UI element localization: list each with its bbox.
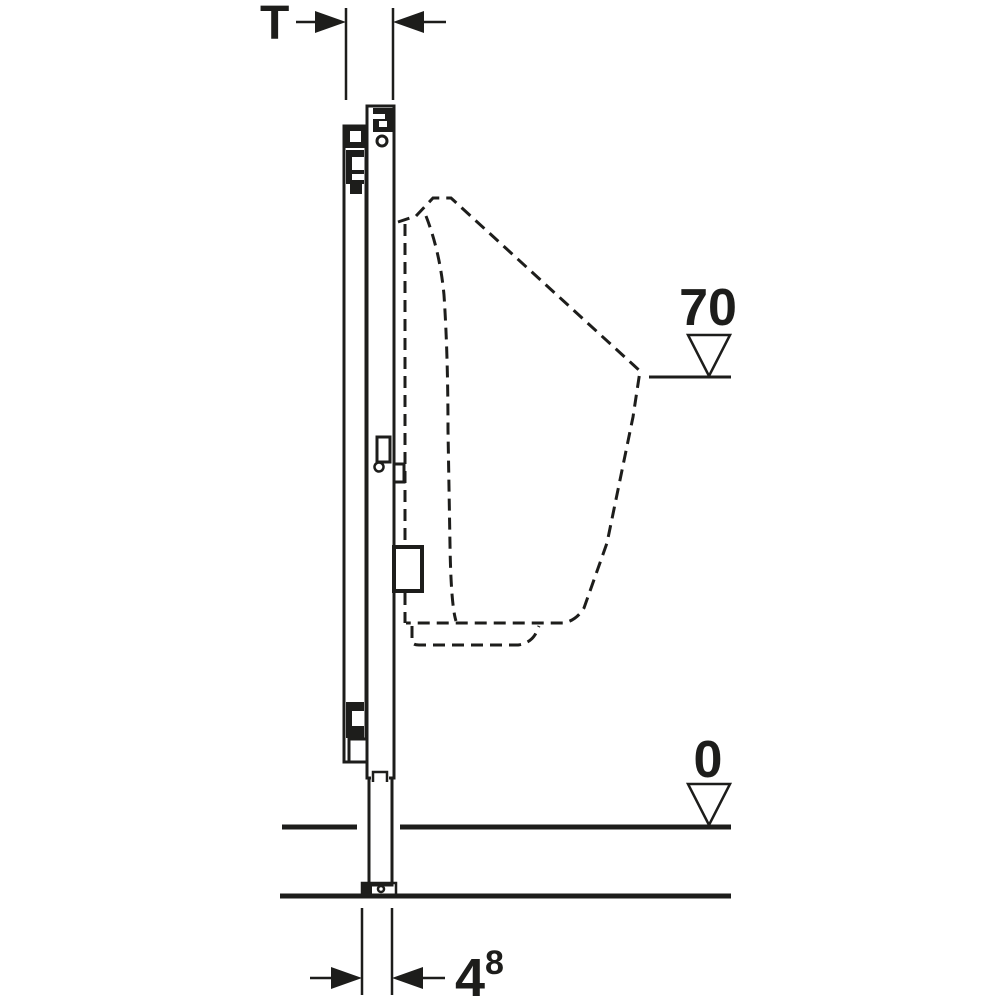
dimension-superscript: 8 — [485, 944, 504, 982]
outlet-box — [392, 545, 424, 593]
wall-anchor-slot2 — [352, 174, 364, 180]
frame-foot-clamp — [363, 883, 372, 895]
leg-joint-notch-mask — [371, 773, 389, 783]
wall-anchor-bottom-slot — [352, 711, 364, 726]
bottom-dimension: 48 — [310, 908, 504, 1005]
wall-anchor-bottom-plate — [347, 737, 369, 764]
fixing-hole-icon — [375, 134, 389, 148]
top-dimension: T — [260, 0, 446, 100]
arrow-right-icon — [331, 967, 362, 989]
arrow-left-icon — [393, 11, 424, 33]
wall-anchor-top-slot — [350, 131, 361, 142]
level-marker-70: 70 — [649, 279, 737, 379]
wall-anchor-slot — [352, 157, 364, 170]
urinal-outline — [397, 196, 642, 647]
dimension-label-48: 48 — [455, 944, 504, 1000]
wall-anchor-tab — [350, 184, 362, 194]
dimension-value: 4 — [455, 948, 485, 1000]
rail-top-bracket-slot2 — [379, 121, 387, 127]
rail-top-bracket-slot — [373, 114, 385, 119]
datum-triangle-icon — [685, 782, 733, 828]
frame-foot-plate — [360, 881, 398, 897]
rail-screw-icon — [373, 461, 385, 473]
arrow-right-icon — [315, 11, 346, 33]
rail-top-bracket — [373, 108, 393, 132]
level-marker-0: 0 — [685, 731, 733, 828]
frame-rail-left — [342, 124, 368, 764]
urinal-outlet-lip — [410, 625, 541, 647]
dimension-label-t: T — [260, 0, 289, 50]
urinal-inner-bowl — [424, 215, 458, 622]
mounting-frame — [342, 104, 424, 897]
rail-side-tab — [392, 462, 406, 484]
datum-triangle-icon — [685, 333, 733, 379]
rail-fastener — [375, 435, 392, 464]
foot-screw-icon — [376, 884, 386, 894]
level-label-70: 70 — [679, 279, 737, 337]
floor-lines — [280, 824, 731, 899]
frame-leg — [367, 776, 394, 887]
leg-joint-notch — [371, 770, 389, 782]
arrow-left-icon — [392, 967, 423, 989]
level-label-0: 0 — [694, 731, 723, 789]
urinal-profile — [397, 196, 642, 625]
